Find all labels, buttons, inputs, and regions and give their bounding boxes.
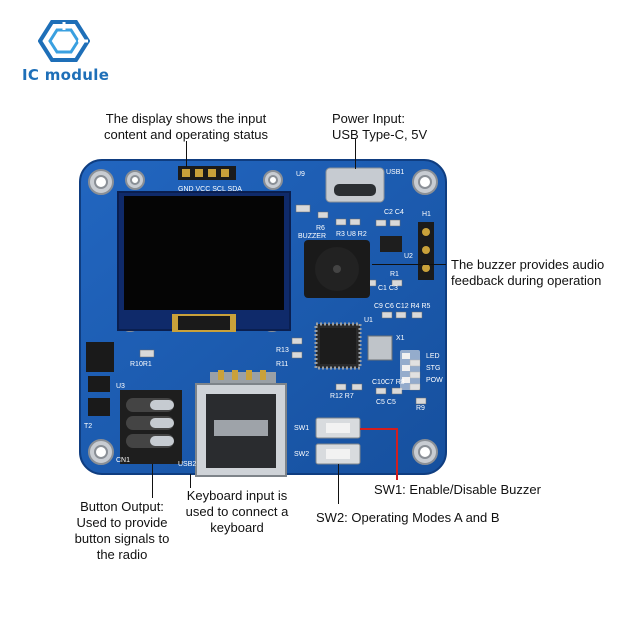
silk-r1: R1 <box>390 271 399 278</box>
silk-usb1: USB1 <box>386 169 404 176</box>
tact-switches <box>315 417 361 465</box>
silk-r13: R13 <box>276 347 289 354</box>
silk-u9: U9 <box>296 171 305 178</box>
silk-cn1: CN1 <box>116 457 130 464</box>
silk-r9: R9 <box>416 405 425 412</box>
silk-c2c4: C2 C4 <box>384 209 404 216</box>
annotation-display: The display shows the input content and … <box>103 111 269 142</box>
silk-c10: C10C7 R8 <box>372 379 405 386</box>
silk-u1: U1 <box>364 317 373 324</box>
leader-sw1-h <box>360 428 398 430</box>
transistor-left <box>86 342 114 416</box>
silk-x1: X1 <box>396 335 405 342</box>
silk-usb2: USB2 <box>178 461 196 468</box>
silk-c1c3: C1 C3 <box>378 285 398 292</box>
buzzer <box>304 240 370 298</box>
regulator-chip <box>380 236 402 252</box>
oled-pin-header <box>178 166 236 180</box>
usb-c-connector <box>325 167 385 203</box>
silk-caps: C9 C6 C12 R4 R5 <box>374 303 431 310</box>
silk-sw2: SW2 <box>294 451 309 458</box>
silk-led: LED <box>426 353 440 360</box>
mcu-chip <box>314 322 362 370</box>
silk-t2: T2 <box>84 423 92 430</box>
silk-pow: POW <box>426 377 443 384</box>
hexagon-logo-icon <box>38 20 90 62</box>
annotation-sw2: SW2: Operating Modes A and B <box>316 510 500 525</box>
status-leds <box>400 350 420 390</box>
brand-name: IC module <box>22 66 110 84</box>
silk-sw1: SW1 <box>294 425 309 432</box>
silk-r3r2: R3 U8 R2 <box>336 231 367 238</box>
crystal <box>367 335 393 361</box>
silk-c5: C5 C5 <box>376 399 396 406</box>
usb-a-connector <box>195 370 287 477</box>
leader-button <box>152 464 153 498</box>
annotation-sw1: SW1: Enable/Disable Buzzer <box>374 482 541 497</box>
leader-sw1-v <box>396 428 398 480</box>
silk-buzzer: BUZZER <box>298 233 326 240</box>
annotation-button: Button Output: Used to provide button si… <box>74 499 170 562</box>
silk-r6: R6 <box>316 225 325 232</box>
annotation-keyboard: Keyboard input is used to connect a keyb… <box>185 488 289 535</box>
silk-r10: R10R1 <box>130 361 152 368</box>
silk-stg: STG <box>426 365 440 372</box>
annotation-buzzer: The buzzer provides audio feedback durin… <box>451 257 605 288</box>
leader-keyboard <box>190 474 191 488</box>
silk-h1: H1 <box>422 211 431 218</box>
leader-display <box>186 141 187 167</box>
silk-oled-pins: GND VCC SCL SDA <box>178 186 242 193</box>
annotation-power: Power Input: USB Type-C, 5V <box>332 111 428 142</box>
silk-u3: U3 <box>116 383 125 390</box>
leader-sw2 <box>338 464 339 504</box>
leader-buzzer <box>372 264 446 265</box>
silk-r11: R11 <box>276 361 288 368</box>
leader-power <box>355 139 356 169</box>
silk-u2: U2 <box>404 253 413 260</box>
oled-display <box>117 191 291 332</box>
h1-pin-header <box>418 222 434 280</box>
audio-jack <box>120 390 182 464</box>
silk-r12r7: R12 R7 <box>330 393 354 400</box>
